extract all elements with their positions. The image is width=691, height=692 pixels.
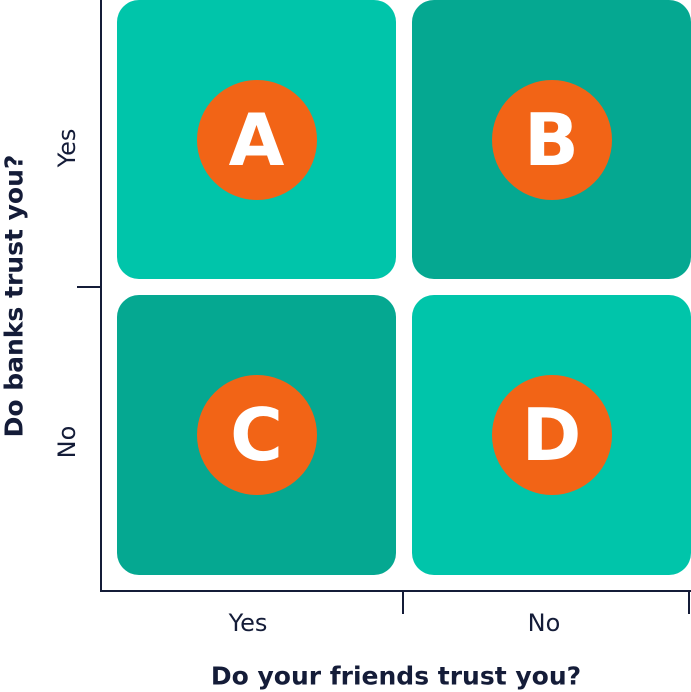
badge-b: B <box>491 79 612 200</box>
y-axis-line <box>100 0 102 592</box>
y-label-no: No <box>53 425 81 459</box>
x-label-no: No <box>527 609 561 637</box>
badge-a: A <box>196 79 317 200</box>
y-axis-tick <box>77 286 101 288</box>
x-axis-tick <box>402 590 404 614</box>
quadrant-c: C <box>117 295 396 575</box>
quadrant-a: A <box>117 0 396 279</box>
x-axis-title: Do your friends trust you? <box>210 661 582 691</box>
quadrant-d: D <box>412 295 691 575</box>
badge-d: D <box>491 375 612 495</box>
x-axis-line <box>100 590 691 592</box>
y-label-yes: Yes <box>53 128 81 168</box>
quadrant-b: B <box>412 0 691 279</box>
x-label-yes: Yes <box>228 609 268 637</box>
y-axis-title: Do banks trust you? <box>0 154 29 438</box>
x-axis-end-tick <box>688 590 690 614</box>
badge-c: C <box>196 375 317 495</box>
